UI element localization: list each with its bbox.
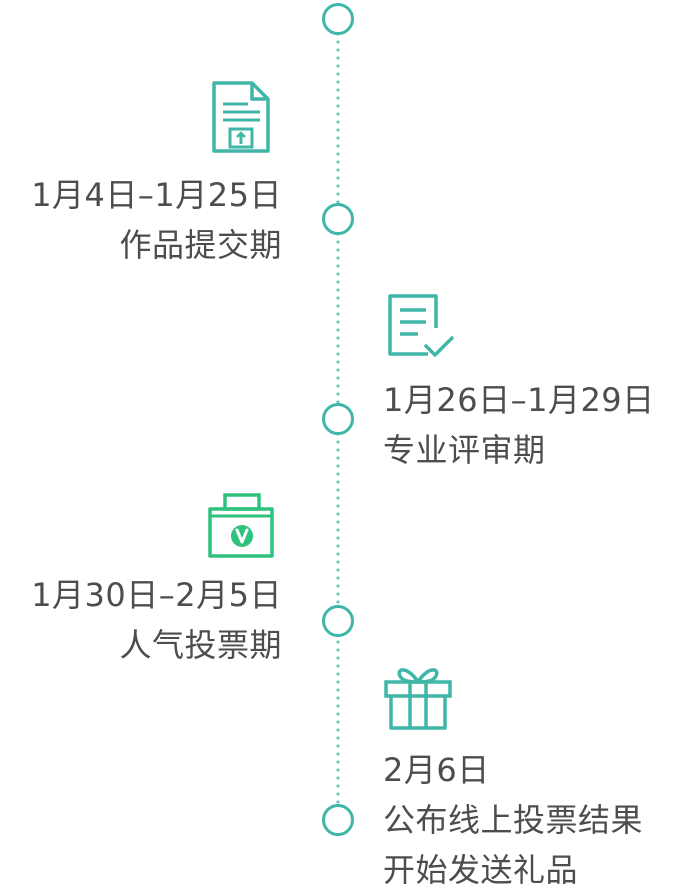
document-upload-icon (210, 80, 272, 154)
event-results-line-1: 公布线上投票结果 (383, 801, 644, 839)
event-results-line-2: 开始发送礼品 (383, 851, 579, 889)
timeline-node-4 (322, 804, 354, 836)
event-vote-date: 1月30日–2月5日 (31, 576, 282, 614)
event-results-text: 2月6日 公布线上投票结果 开始发送礼品 (383, 745, 643, 895)
timeline-node-1 (322, 203, 354, 235)
event-results-date: 2月6日 (383, 751, 490, 789)
timeline-node-3 (322, 605, 354, 637)
event-review-text: 1月26日–1月29日 专业评审期 (383, 375, 655, 475)
timeline-node-start (322, 3, 354, 35)
event-submission-text: 1月4日–1月25日 作品提交期 (31, 170, 282, 270)
timeline-node-2 (322, 403, 354, 435)
event-review-label: 专业评审期 (383, 431, 546, 469)
ballot-box-icon (206, 492, 276, 560)
checklist-review-icon (386, 292, 456, 360)
event-vote-text: 1月30日–2月5日 人气投票期 (31, 570, 282, 670)
event-submission-label: 作品提交期 (119, 226, 282, 264)
gift-icon (382, 662, 454, 732)
event-vote-label: 人气投票期 (119, 626, 282, 664)
event-submission-date: 1月4日–1月25日 (31, 176, 282, 214)
event-review-date: 1月26日–1月29日 (383, 381, 655, 419)
